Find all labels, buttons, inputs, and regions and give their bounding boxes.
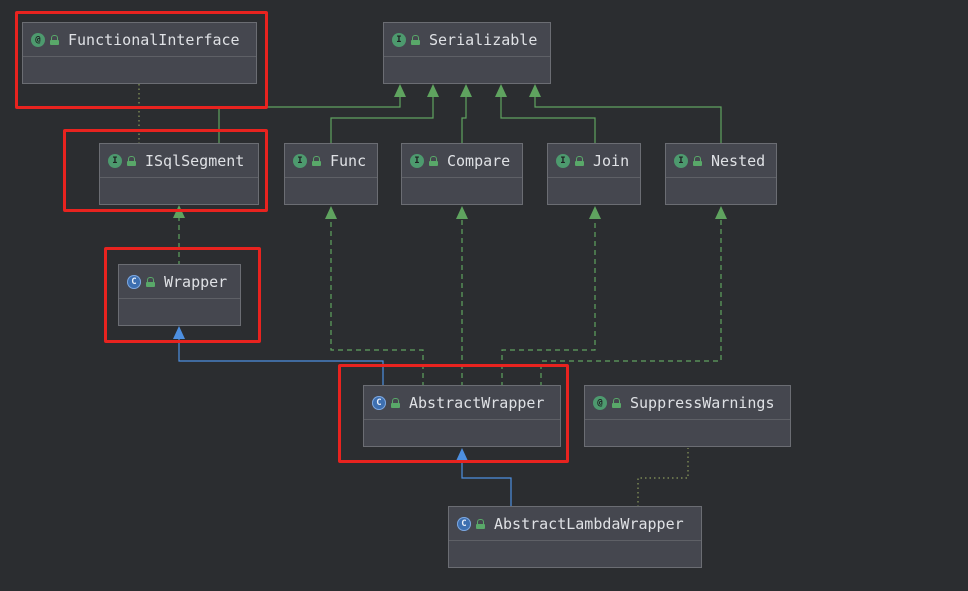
node-name: SuppressWarnings (630, 393, 775, 412)
abstract-class-icon: C (372, 395, 386, 410)
arrowhead (715, 206, 727, 219)
edges-implements-abstractwrapper (330, 218, 722, 387)
interface-icon: I (674, 153, 688, 168)
interface-icon: I (410, 153, 424, 168)
arrowhead (427, 84, 439, 97)
node-name: Join (593, 151, 630, 170)
abstract-class-icon: C (457, 516, 471, 531)
edge-abstractwrapper-func (330, 218, 424, 387)
node-wrapper[interactable]: C Wrapper (118, 264, 241, 326)
arrowhead (456, 206, 468, 219)
edge-abstractwrapper-nested (540, 218, 722, 387)
interface-icon: I (556, 153, 570, 168)
node-functional-interface[interactable]: @ FunctionalInterface (22, 22, 257, 84)
arrowhead (529, 84, 541, 97)
node-isqlsegment[interactable]: I ISqlSegment (99, 143, 259, 205)
node-name: Compare (447, 151, 511, 170)
unlocked-icon (50, 34, 59, 45)
unlocked-icon (476, 518, 485, 529)
node-join[interactable]: I Join (547, 143, 641, 205)
edge-abstractwrapper-join (501, 218, 596, 387)
interface-icon: I (293, 153, 307, 168)
node-name: Func (330, 151, 367, 170)
arrowheads-serializable (394, 84, 541, 97)
node-abstract-wrapper[interactable]: C AbstractWrapper (363, 385, 561, 447)
interface-icon: I (108, 153, 122, 168)
node-serializable[interactable]: I Serializable (383, 22, 551, 84)
node-name: AbstractLambdaWrapper (494, 514, 684, 533)
node-func[interactable]: I Func (284, 143, 378, 205)
node-name: Nested (711, 151, 766, 170)
unlocked-icon (575, 155, 584, 166)
arrowheads-implements (325, 206, 727, 219)
arrowhead (460, 84, 472, 97)
unlocked-icon (127, 155, 136, 166)
node-name: Serializable (429, 30, 538, 49)
node-compare[interactable]: I Compare (401, 143, 523, 205)
unlocked-icon (693, 155, 702, 166)
highlight-box-abstract-wrapper (338, 364, 569, 463)
arrowhead (173, 326, 185, 339)
abstract-class-icon: C (127, 274, 141, 289)
node-name: ISqlSegment (145, 151, 245, 170)
edge-isqlsegment-serializable (218, 96, 401, 145)
unlocked-icon (146, 276, 155, 287)
node-suppress-warnings[interactable]: @ SuppressWarnings (584, 385, 791, 447)
edge-func-serializable (330, 96, 434, 145)
node-name: Wrapper (164, 272, 228, 291)
highlight-box-functional-interface (15, 11, 268, 109)
arrowhead (589, 206, 601, 219)
node-name: FunctionalInterface (68, 30, 240, 49)
edge-abstractwrapper-wrapper (178, 338, 384, 387)
unlocked-icon (429, 155, 438, 166)
node-name: AbstractWrapper (409, 393, 545, 412)
highlight-box-wrapper (104, 247, 261, 343)
arrowhead (394, 84, 406, 97)
edges-extends-serializable (218, 96, 722, 145)
node-nested[interactable]: I Nested (665, 143, 777, 205)
edge-compare-serializable (461, 96, 467, 145)
edge-join-serializable (500, 96, 596, 145)
edge-nested-serializable (534, 96, 722, 145)
interface-icon: I (392, 32, 406, 47)
arrowhead (456, 448, 468, 461)
arrowhead (325, 206, 337, 219)
arrowhead (495, 84, 507, 97)
edge-lambda-suppresswarnings (637, 448, 689, 507)
annotation-icon: @ (31, 32, 45, 47)
annotation-icon: @ (593, 395, 607, 410)
edge-lambda-abstractwrapper (461, 460, 512, 507)
node-abstract-lambda-wrapper[interactable]: C AbstractLambdaWrapper (448, 506, 702, 568)
unlocked-icon (391, 397, 400, 408)
unlocked-icon (411, 34, 420, 45)
unlocked-icon (312, 155, 321, 166)
unlocked-icon (612, 397, 621, 408)
highlight-box-isqlsegment (63, 129, 268, 212)
